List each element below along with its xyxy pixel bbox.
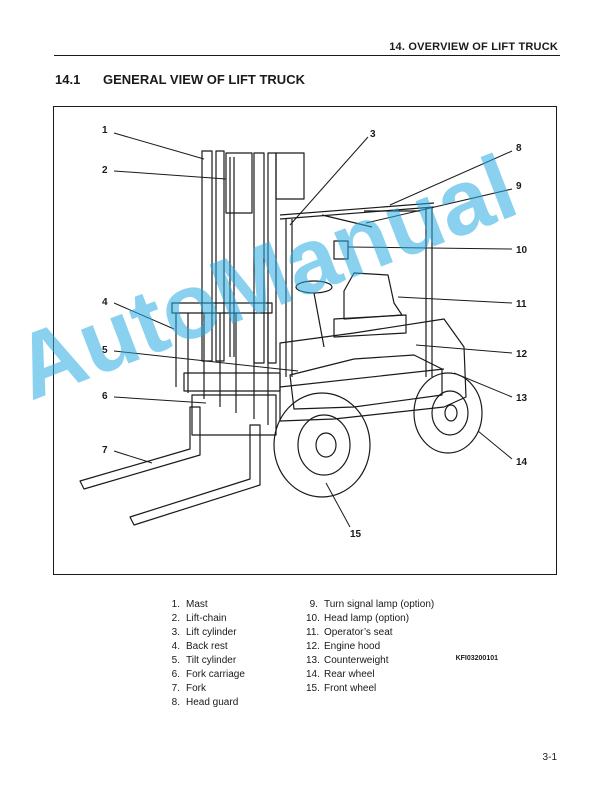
header-rule [54,55,560,56]
legend-item: 3. Lift cylinder [160,626,300,640]
callout-label: 1 [102,125,108,136]
legend-item-number: 7. [171,683,180,694]
callout-label: 2 [102,165,108,176]
legend-item-number: 14. [306,669,320,680]
running-header: 14. OVERVIEW OF LIFT TRUCK [389,41,558,53]
callout-label: 10 [516,245,528,256]
legend-item-label: Lift cylinder [186,627,237,638]
legend-item-number: 2. [171,613,180,624]
legend-item-label: Back rest [186,641,228,652]
legend-item: 9. Turn signal lamp (option) [306,598,496,612]
legend-item-label: Fork [186,683,206,694]
legend-item: 6. Fork carriage [160,668,300,682]
legend-column-right: 9. Turn signal lamp (option) 10. Head lamp … [306,598,496,696]
legend-item-number: 6. [171,669,180,680]
legend-item-number: 11. [306,627,320,638]
callout-label: 3 [370,129,376,140]
callout-label: 7 [102,445,108,456]
legend-item-label: Front wheel [324,683,377,694]
legend-item: 12. Engine hood [306,640,496,654]
section-number: 14.1 [55,72,81,87]
callout-label: 14 [516,457,528,468]
legend-item: 7. Fork [160,682,300,696]
legend-item: 11. Operator’s seat [306,626,496,640]
legend-item-number: 9. [309,599,318,610]
section-title: GENERAL VIEW OF LIFT TRUCK [103,72,305,87]
callout-label: 13 [516,393,528,404]
legend-item-label: Turn signal lamp (option) [324,599,435,610]
legend-item-label: Head lamp (option) [324,613,410,624]
legend-item: 10. Head lamp (option) [306,612,496,626]
legend-item-label: Engine hood [324,641,381,652]
callout-label: 9 [516,181,522,192]
legend-item-number: 12. [306,641,320,652]
callout-label: 8 [516,143,522,154]
legend-item-label: Tilt cylinder [186,655,237,666]
legend-item-number: 10. [306,613,320,624]
legend-item-label: Fork carriage [186,669,245,680]
legend-item-label: Rear wheel [324,669,375,680]
figure-code: KFI03200101 [455,655,498,662]
callout-label: 5 [102,345,108,356]
callout-label: 11 [516,299,527,310]
callout-label: 15 [350,529,362,540]
legend-item: 5. Tilt cylinder [160,654,300,668]
legend-item-label: Lift-chain [186,613,227,624]
legend-item-label: Mast [186,599,208,610]
legend-item: 8. Head guard [160,696,300,710]
legend-item-number: 15. [306,683,320,694]
legend-item-number: 4. [171,641,180,652]
legend-item-number: 1. [171,599,180,610]
legend-item-number: 13. [306,655,320,666]
legend-item: 13. Counterweight [306,654,496,668]
legend-item-number: 3. [171,627,180,638]
legend-item: 4. Back rest [160,640,300,654]
legend-item-label: Operator’s seat [324,627,393,638]
legend-item: 1. Mast [160,598,300,612]
legend-item: 14. Rear wheel [306,668,496,682]
page-number: 3-1 [542,752,557,763]
legend-item-label: Counterweight [324,655,389,666]
legend-item: 2. Lift-chain [160,612,300,626]
legend-item-number: 5. [171,655,180,666]
callout-label: 12 [516,349,528,360]
callout-label: 4 [102,297,108,308]
legend-item-label: Head guard [186,697,239,708]
callout-label: 6 [102,391,108,402]
legend-column-left: 1. Mast 2. Lift-chain 3. Lift cylinder 4. Back … [160,598,300,710]
legend-item: 15. Front wheel [306,682,496,696]
legend-item-number: 8. [171,697,180,708]
